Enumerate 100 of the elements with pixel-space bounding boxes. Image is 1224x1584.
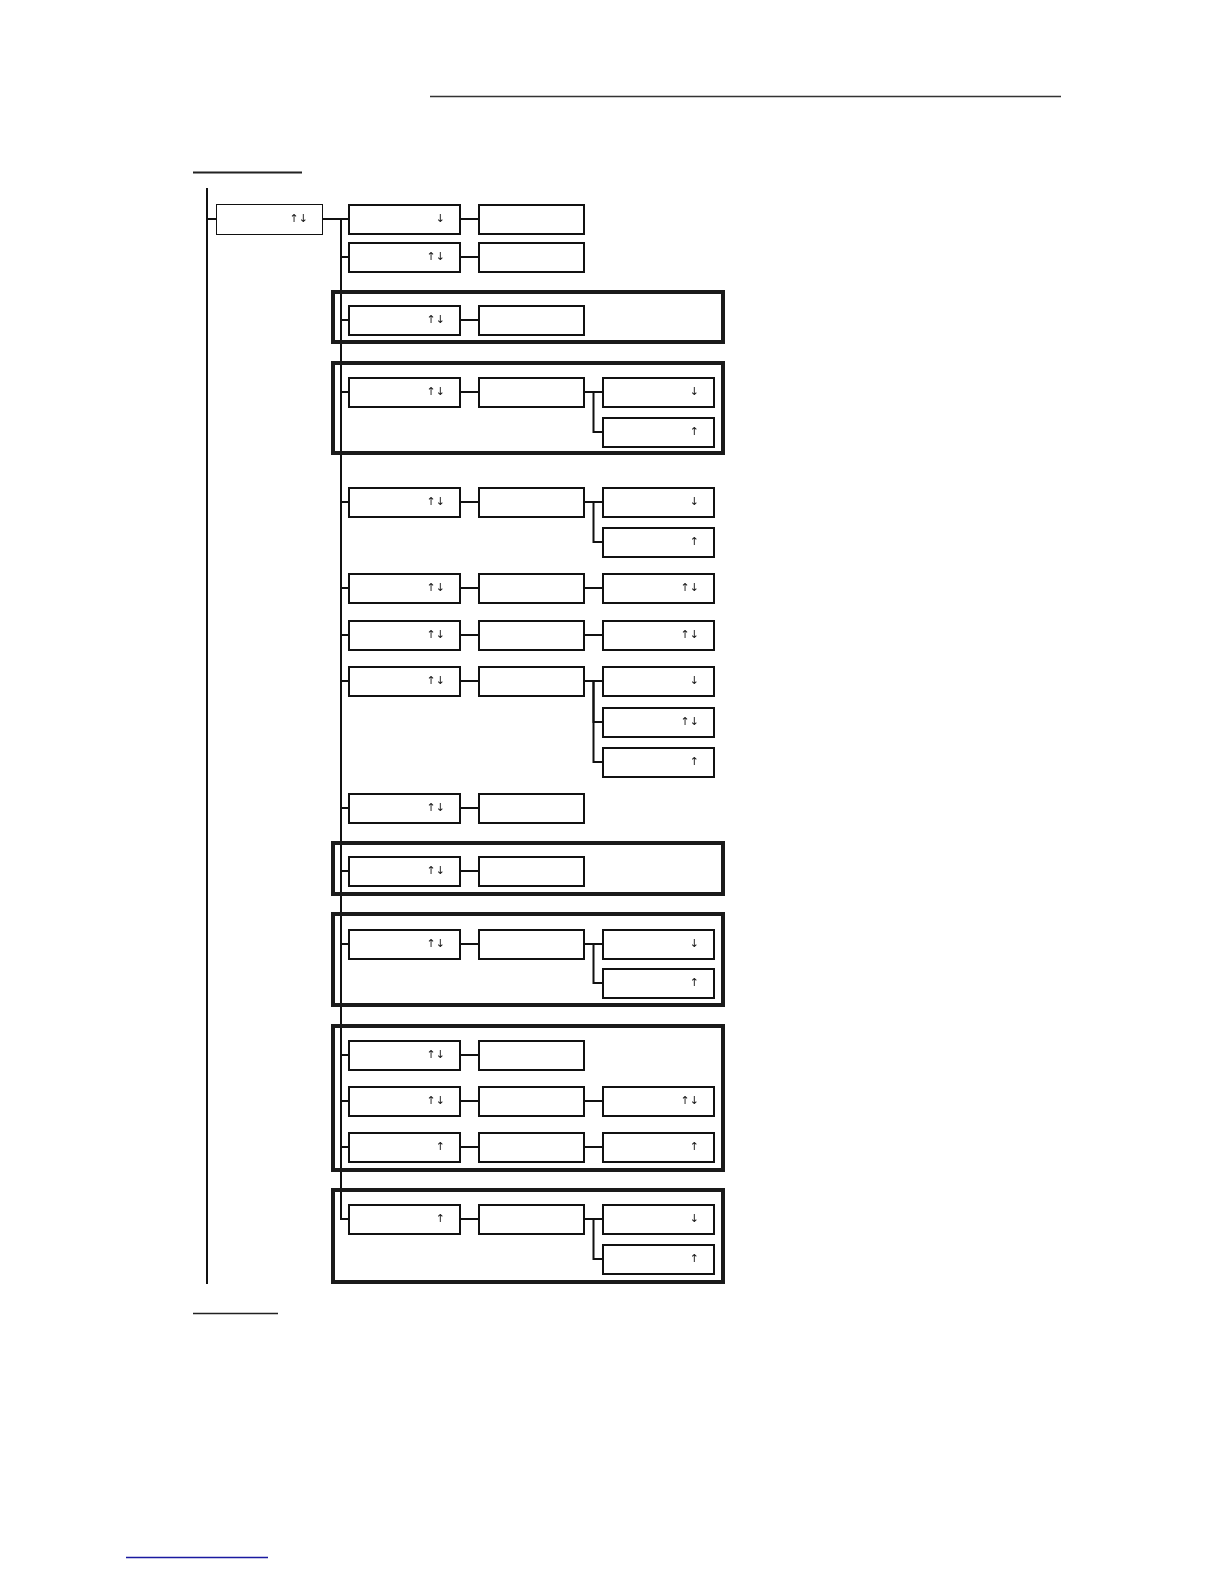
menu-box (602, 1131, 715, 1163)
connector-line (460, 807, 479, 809)
value-box (478, 241, 585, 273)
value-box (478, 486, 585, 518)
connector-line (584, 391, 603, 433)
arrow-glyph: ↓ (689, 496, 699, 508)
connector-line (460, 1146, 479, 1148)
value-box (478, 572, 585, 604)
menu-box (348, 376, 461, 408)
menu-box (602, 1243, 715, 1275)
value-box (478, 855, 585, 887)
arrow-glyph: ↑ (689, 536, 699, 548)
menu-box (602, 486, 715, 518)
group-frame (331, 361, 725, 455)
menu-box (602, 416, 715, 448)
connector-line (460, 634, 479, 636)
arrow-glyph: ↓ (689, 675, 699, 687)
arrow-glyph: ↑↓ (426, 629, 445, 641)
connector-line (460, 1054, 479, 1056)
arrow-glyph: ↑↓ (680, 1095, 699, 1107)
menu-box (602, 526, 715, 558)
arrow-glyph: ↑↓ (426, 675, 445, 687)
menu-box (348, 486, 461, 518)
arrow-glyph: ↑↓ (426, 1095, 445, 1107)
arrow-glyph: ↓ (689, 1213, 699, 1225)
group-frame (331, 841, 725, 896)
menu-box (348, 792, 461, 824)
arrow-glyph: ↑↓ (680, 716, 699, 728)
arrow-glyph: ↑↓ (426, 1049, 445, 1061)
connector-line (584, 501, 603, 543)
connector-line (460, 218, 479, 220)
connector-line (584, 1146, 603, 1148)
arrow-glyph: ↑ (435, 1213, 445, 1225)
connector-line (584, 943, 603, 984)
menu-box (348, 241, 461, 273)
connector-line (584, 1100, 603, 1102)
arrow-glyph: ↑ (689, 426, 699, 438)
menu-box (602, 967, 715, 999)
connector-line (584, 1218, 603, 1260)
connector-line (460, 391, 479, 393)
arrow-glyph: ↑↓ (426, 582, 445, 594)
arrow-glyph: ↑↓ (426, 496, 445, 508)
menu-box (216, 203, 323, 235)
arrow-glyph: ↑↓ (426, 314, 445, 326)
connector-line (584, 587, 603, 589)
arrow-glyph: ↑ (689, 1141, 699, 1153)
arrow-glyph: ↑ (689, 977, 699, 989)
menu-box (602, 1085, 715, 1117)
menu-box (348, 304, 461, 336)
menu-box (602, 928, 715, 960)
menu-box (602, 376, 715, 408)
value-box (478, 928, 585, 960)
connector-line (460, 319, 479, 321)
group-frame (331, 1024, 725, 1172)
arrow-glyph: ↑↓ (426, 938, 445, 950)
menu-box (602, 1203, 715, 1235)
arrow-glyph: ↑↓ (426, 251, 445, 263)
value-box (478, 1039, 585, 1071)
menu-box (348, 1203, 461, 1235)
arrow-glyph: ↓ (689, 938, 699, 950)
menu-box (348, 928, 461, 960)
arrow-glyph: ↑↓ (426, 386, 445, 398)
menu-box (602, 619, 715, 651)
connector-line (584, 680, 603, 763)
menu-box (602, 572, 715, 604)
arrow-glyph: ↓ (435, 213, 445, 225)
connector-line (584, 634, 603, 636)
menu-box (602, 706, 715, 738)
group-frame (331, 912, 725, 1007)
arrow-glyph: ↑↓ (426, 865, 445, 877)
menu-box (602, 746, 715, 778)
menu-box (348, 855, 461, 887)
arrow-glyph: ↑↓ (680, 629, 699, 641)
arrow-glyph: ↓ (689, 386, 699, 398)
group-frame (331, 1188, 725, 1284)
menu-box (348, 619, 461, 651)
menu-box (348, 572, 461, 604)
connector-line (460, 501, 479, 503)
value-box (478, 1203, 585, 1235)
menu-box (348, 203, 461, 235)
connector-line (460, 1218, 479, 1220)
value-box (478, 376, 585, 408)
connector-line (460, 1100, 479, 1102)
arrow-glyph: ↑↓ (289, 213, 308, 225)
value-box (478, 1085, 585, 1117)
connector-line (460, 680, 479, 682)
connector-line (460, 943, 479, 945)
menu-box (602, 665, 715, 697)
menu-box (348, 1131, 461, 1163)
arrow-glyph: ↑↓ (680, 582, 699, 594)
value-box (478, 792, 585, 824)
arrow-glyph: ↑ (435, 1141, 445, 1153)
value-box (478, 665, 585, 697)
menu-box (348, 1085, 461, 1117)
menu-box (348, 1039, 461, 1071)
connector-line (460, 256, 479, 258)
value-box (478, 304, 585, 336)
menu-box (348, 665, 461, 697)
value-box (478, 619, 585, 651)
connector-line (460, 587, 479, 589)
